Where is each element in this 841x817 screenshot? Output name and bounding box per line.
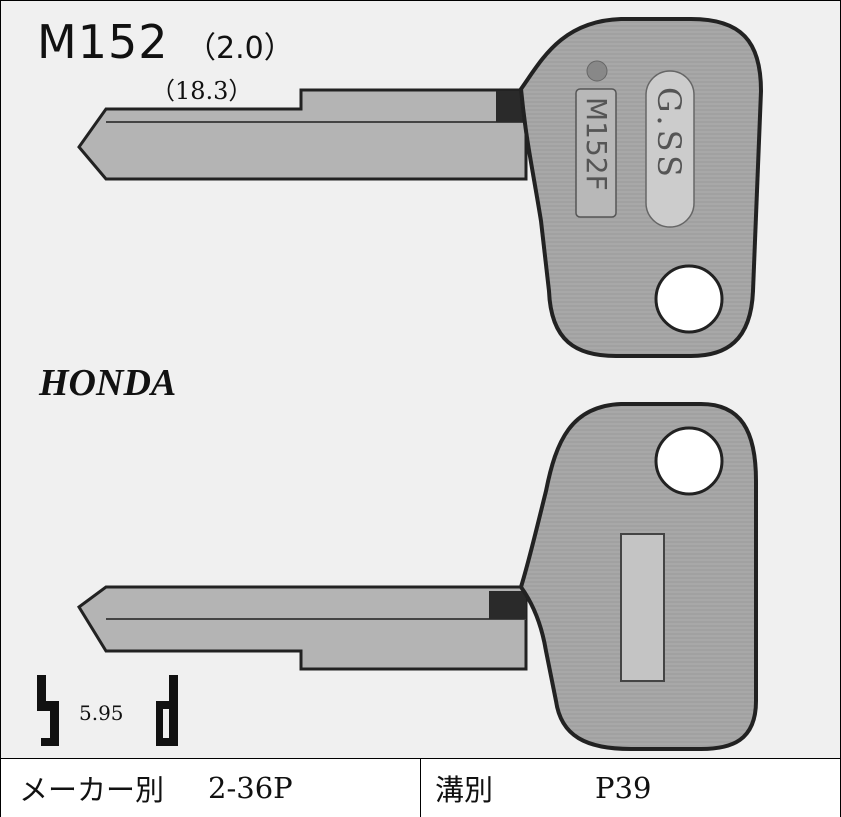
key-back-blade	[77, 585, 528, 671]
key-front-head	[518, 17, 764, 358]
key-stamp-text: M152F	[580, 97, 613, 191]
groove-classification-label: 溝別	[435, 773, 494, 807]
maker-classification-label: メーカー別	[19, 773, 165, 807]
key-illustration: M152F G.SS	[37, 17, 764, 751]
blade-thickness: （2.0）	[186, 31, 294, 66]
key-front-dimple	[586, 60, 608, 82]
groove-classification-value: P39	[595, 771, 652, 805]
key-back-view	[77, 402, 758, 751]
maker-classification-cell: メーカー別 2-36P	[1, 759, 421, 817]
key-back-label-slot	[620, 533, 665, 682]
key-front-blade	[77, 88, 528, 181]
key-stamp-plate	[575, 88, 617, 218]
maker-classification-value: 2-36P	[208, 771, 293, 805]
key-front-view: M152F G.SS	[77, 17, 764, 358]
key-back-shoulder	[489, 591, 526, 619]
brand-plate	[645, 70, 695, 228]
key-back-ring-hole	[654, 426, 724, 496]
blade-length: （18.3）	[151, 77, 253, 105]
groove-profile-left-icon	[37, 675, 59, 746]
classification-footer: メーカー別 2-36P 溝別 P39	[1, 758, 840, 817]
vehicle-maker: HONDA	[39, 362, 177, 404]
groove-classification-cell: 溝別 P39	[421, 759, 840, 817]
groove-profile-right-icon	[156, 675, 178, 746]
key-front-ring-hole	[654, 264, 724, 334]
groove-profile-width: 5.95	[79, 701, 124, 725]
key-model-number: M152	[37, 15, 169, 69]
brand-logo-text: G.SS	[650, 87, 688, 181]
